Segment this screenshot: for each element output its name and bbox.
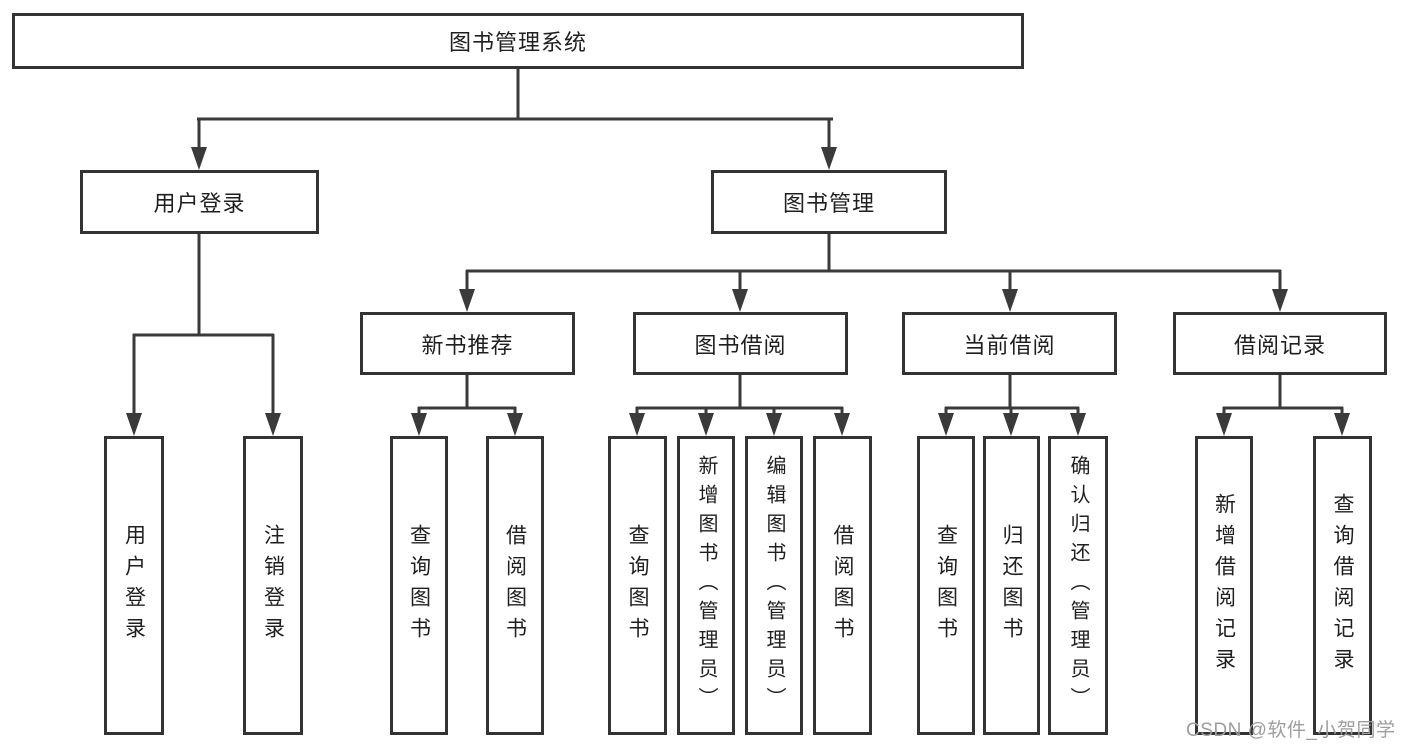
node-confirm-return-admin: 确认归还（管理员） (1048, 436, 1108, 735)
leaf-label: 归还图书 (1000, 523, 1023, 648)
node-borrow-book-leaf: 借阅图书 (813, 436, 872, 735)
leaf-label: 确认归还（管理员） (1067, 455, 1089, 716)
leaf-label: 查询图书 (407, 523, 431, 648)
node-return-book: 归还图书 (983, 436, 1040, 735)
connector-current-borrow-to-leaves (938, 375, 1086, 436)
leaf-label: 用户登录 (122, 523, 146, 648)
connector-new-book-recommend-to-leaves (411, 375, 523, 436)
node-book-management: 图书管理 (711, 170, 947, 234)
node-edit-book-admin: 编辑图书（管理员） (745, 436, 803, 735)
node-borrow-records: 借阅记录 (1173, 312, 1387, 375)
connector-root-to-level1 (191, 69, 837, 170)
node-add-borrow-record: 新增借阅记录 (1195, 436, 1253, 735)
node-query-borrow-record: 查询借阅记录 (1313, 436, 1372, 735)
leaf-label: 借阅图书 (503, 523, 527, 648)
node-new-book-recommend: 新书推荐 (360, 312, 575, 375)
leaf-label: 新增图书（管理员） (695, 455, 717, 716)
connector-borrow-records-to-leaves (1216, 375, 1350, 436)
node-book-borrow: 图书借阅 (633, 312, 848, 375)
node-current-borrow: 当前借阅 (902, 312, 1117, 375)
node-query-book-recommend: 查询图书 (390, 436, 448, 735)
leaf-label: 新增借阅记录 (1212, 492, 1236, 679)
node-root-system: 图书管理系统 (12, 13, 1024, 69)
leaf-label: 注销登录 (261, 523, 285, 648)
leaf-label: 借阅图书 (831, 523, 854, 648)
leaf-label: 编辑图书（管理员） (763, 455, 785, 716)
leaf-label: 查询借阅记录 (1331, 492, 1354, 679)
node-borrow-book-recommend: 借阅图书 (486, 436, 544, 735)
connector-book-borrow-to-leaves (629, 375, 850, 436)
leaf-label: 查询图书 (626, 523, 649, 648)
node-query-book-borrow: 查询图书 (608, 436, 667, 735)
node-add-book-admin: 新增图书（管理员） (677, 436, 735, 735)
node-user-login: 用户登录 (80, 170, 319, 234)
connector-book-management-to-level2 (459, 234, 1288, 312)
node-query-book-current: 查询图书 (917, 436, 975, 735)
node-logout-leaf: 注销登录 (243, 436, 303, 735)
csdn-watermark: CSDN @软件_小贺同学 (1186, 720, 1396, 741)
leaf-label: 查询图书 (934, 523, 958, 648)
node-user-login-leaf: 用户登录 (104, 436, 164, 735)
connector-user-login-to-leaves (126, 234, 281, 436)
